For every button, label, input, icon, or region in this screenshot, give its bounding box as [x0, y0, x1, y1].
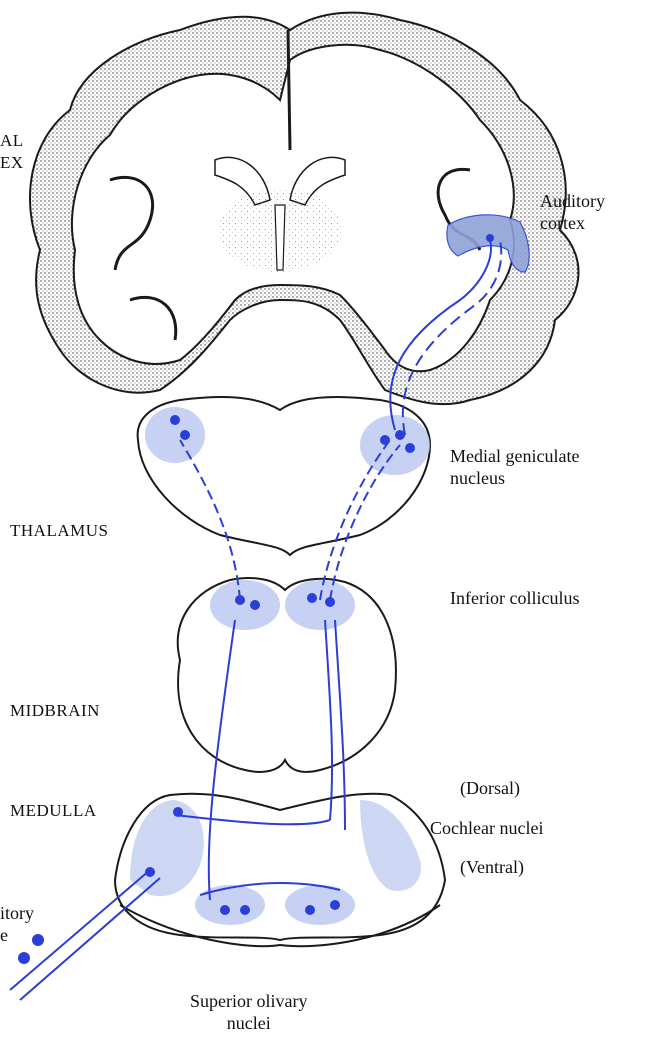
mgn-right [360, 415, 430, 475]
mgn-cell-2 [180, 430, 190, 440]
cortex-label-partial: AL EX [0, 130, 24, 174]
thalamus-label: THALAMUS [10, 520, 108, 542]
medulla-section [115, 794, 445, 947]
nerve-cell-2 [18, 952, 30, 964]
auditory-nerve-label-partial: itory e [0, 902, 34, 946]
third-ventricle [275, 205, 285, 270]
cochlear-cell-1 [173, 807, 183, 817]
cortex-cell-1 [486, 234, 494, 242]
ic-right [285, 580, 355, 630]
medial-geniculate-label: Medial geniculate nucleus [450, 445, 579, 489]
olive-right [285, 885, 355, 925]
cochlear-cell-2 [145, 867, 155, 877]
ventral-label: (Ventral) [460, 856, 524, 878]
mgn-cell-4 [395, 430, 405, 440]
mgn-cell-5 [405, 443, 415, 453]
mgn-cell-1 [170, 415, 180, 425]
dorsal-label: (Dorsal) [460, 777, 520, 799]
ic-cell-1 [235, 595, 245, 605]
midbrain-label: MIDBRAIN [10, 700, 100, 722]
medulla-label: MEDULLA [10, 800, 97, 822]
olive-cell-4 [330, 900, 340, 910]
auditory-cortex-label: Auditory cortex [540, 190, 605, 234]
olive-left [195, 885, 265, 925]
olive-cell-3 [305, 905, 315, 915]
inferior-colliculus-label: Inferior colliculus [450, 587, 579, 609]
brain-coronal-section [30, 13, 579, 405]
thalamus-section [138, 397, 430, 555]
ic-cell-2 [250, 600, 260, 610]
ic-cell-3 [307, 593, 317, 603]
cochlear-nuclei-label: Cochlear nuclei [430, 817, 543, 839]
superior-olivary-label: Superior olivary nuclei [190, 990, 307, 1034]
mgn-cell-3 [380, 435, 390, 445]
midbrain-section [178, 578, 396, 772]
midline-fissure [288, 30, 290, 150]
ic-cell-4 [325, 597, 335, 607]
ic-left [210, 580, 280, 630]
olive-cell-1 [220, 905, 230, 915]
olive-cell-2 [240, 905, 250, 915]
